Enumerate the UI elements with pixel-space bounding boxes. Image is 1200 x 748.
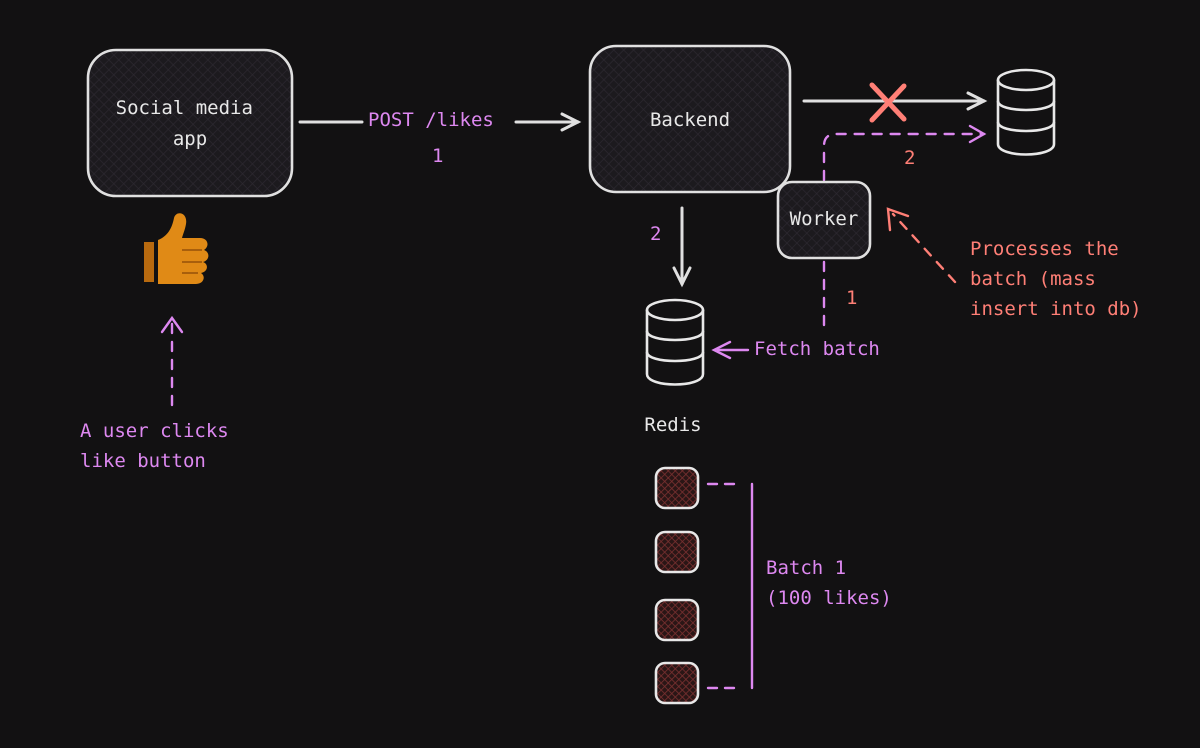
processes-line2: batch (mass bbox=[970, 268, 1096, 290]
x-mark-icon bbox=[869, 82, 907, 123]
batch-annotation: Batch 1 (100 likes) bbox=[766, 557, 892, 609]
social-app-label: Social media app bbox=[116, 97, 265, 150]
batch-item bbox=[654, 530, 700, 574]
backend-to-db-arrow bbox=[802, 91, 988, 111]
batch-item bbox=[654, 598, 700, 642]
thumbs-up-icon bbox=[144, 213, 209, 284]
post-step-number: 1 bbox=[432, 145, 443, 167]
post-likes-arrow bbox=[298, 112, 582, 132]
batch-item bbox=[654, 466, 700, 510]
processes-line3: insert into db) bbox=[970, 298, 1142, 320]
batch-bracket bbox=[706, 482, 754, 690]
batch-item bbox=[654, 661, 700, 705]
worker-label: Worker bbox=[790, 208, 859, 230]
processes-annotation: Processes the batch (mass insert into db… bbox=[970, 238, 1142, 320]
social-app-node: Social media app bbox=[86, 48, 294, 198]
user-click-line1: A user clicks bbox=[80, 420, 229, 442]
backend-node: Backend bbox=[588, 44, 792, 194]
redis-step-number: 2 bbox=[650, 223, 661, 245]
worker-to-redis-arrow bbox=[711, 260, 826, 360]
backend-to-redis-arrow bbox=[672, 206, 692, 288]
redis-database-icon bbox=[645, 298, 705, 386]
batch-line1: Batch 1 bbox=[766, 557, 846, 579]
backend-label: Backend bbox=[650, 109, 730, 131]
batch-line2: (100 likes) bbox=[766, 587, 892, 609]
worker-db-step-number: 2 bbox=[904, 147, 915, 169]
post-likes-label: POST /likes bbox=[368, 109, 494, 131]
processes-line1: Processes the bbox=[970, 238, 1119, 260]
user-click-arrow bbox=[160, 315, 184, 407]
worker-node: Worker bbox=[776, 180, 872, 260]
redis-label: Redis bbox=[644, 414, 701, 436]
batch-items bbox=[654, 466, 700, 705]
fetch-batch-label: Fetch batch bbox=[754, 338, 880, 360]
processes-arrow bbox=[886, 207, 957, 284]
user-click-line2: like button bbox=[80, 450, 206, 472]
worker-to-db-arrow bbox=[822, 124, 987, 182]
social-app-label-line2: app bbox=[173, 128, 207, 150]
worker-redis-step-number: 1 bbox=[846, 287, 857, 309]
social-app-label-line1: Social media bbox=[116, 97, 253, 119]
database-icon bbox=[996, 68, 1056, 156]
user-click-annotation: A user clicks like button bbox=[80, 420, 240, 472]
